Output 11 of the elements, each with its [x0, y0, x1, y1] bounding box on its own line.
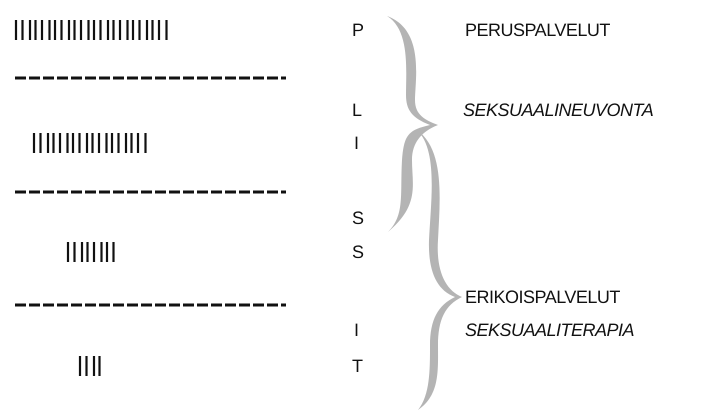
service-level-label: PERUSPALVELUT — [465, 20, 610, 40]
plissit-letter: S — [352, 208, 364, 228]
method-label: SEKSUAALITERAPIA — [465, 320, 634, 340]
plissit-letter: L — [352, 100, 362, 120]
plissit-letter: P — [352, 20, 364, 40]
plissit-letter: I — [354, 133, 359, 153]
method-label: SEKSUAALINEUVONTA — [463, 100, 654, 120]
service-level-label: ERIKOISPALVELUT — [465, 287, 620, 307]
plissit-letter: T — [352, 356, 362, 376]
plissit-letter: I — [354, 320, 359, 340]
plissit-letter: S — [352, 242, 364, 262]
